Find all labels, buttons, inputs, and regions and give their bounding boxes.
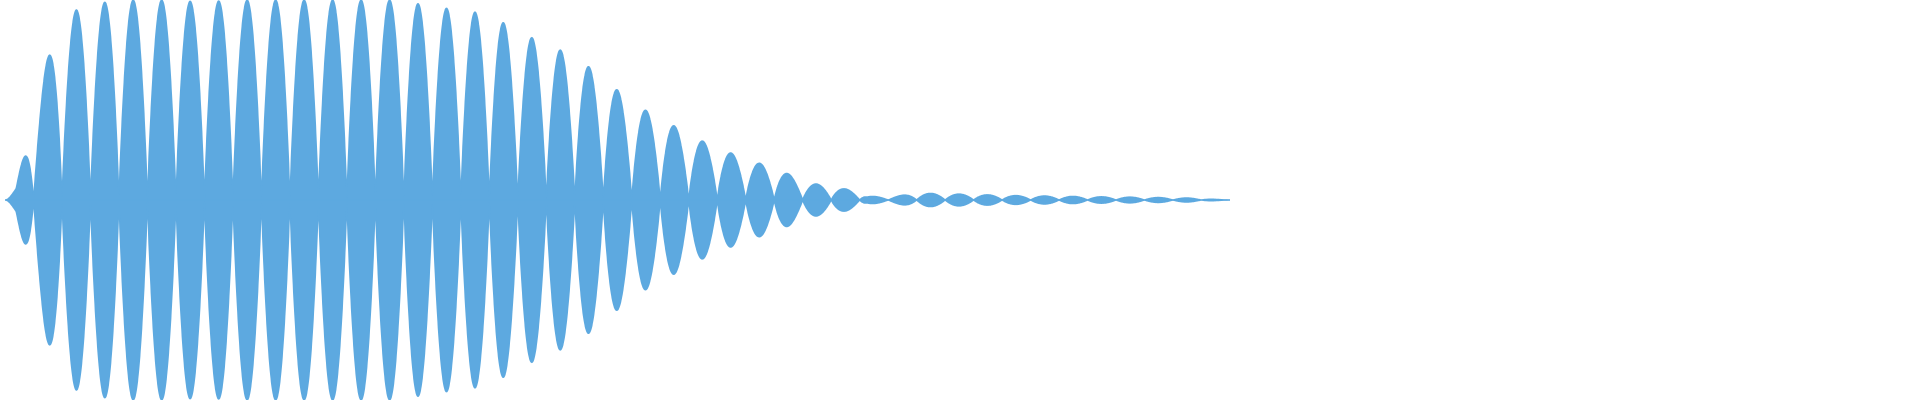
waveform-graphic xyxy=(5,0,1230,400)
